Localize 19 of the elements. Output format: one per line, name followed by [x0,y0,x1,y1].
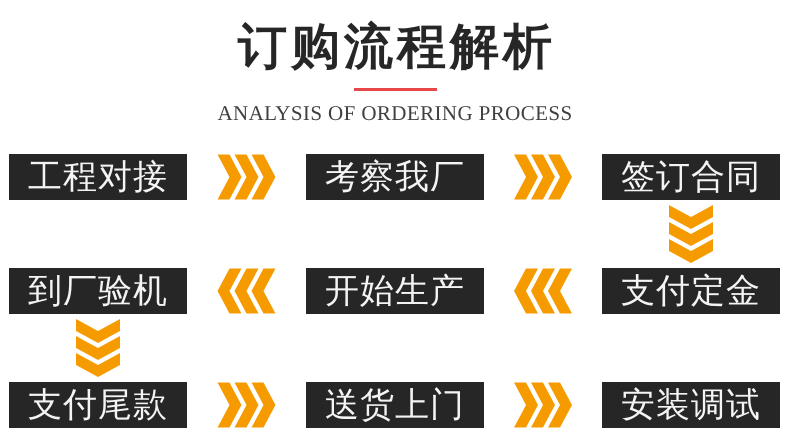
step-box: 开始生产 [306,268,484,314]
chevron-arrow [514,154,572,200]
step-box: 送货上门 [306,382,484,428]
step-box: 工程对接 [9,154,187,200]
chevron-arrow [218,154,276,200]
step-box: 支付定金 [602,268,780,314]
step-box: 到厂验机 [9,268,187,314]
subtitle: ANALYSIS OF ORDERING PROCESS [217,101,573,125]
chevron-arrow [514,268,572,314]
step-box: 支付尾款 [9,382,187,428]
step-box: 签订合同 [602,154,780,200]
chevron-arrow [669,205,713,263]
chevron-arrow [514,382,572,428]
chevron-arrow [218,382,276,428]
chevron-arrow [76,319,120,377]
title: 订购流程解析 [236,18,556,75]
step-box: 考察我厂 [306,154,484,200]
chevron-arrow [218,268,276,314]
step-box: 安装调试 [602,382,780,428]
